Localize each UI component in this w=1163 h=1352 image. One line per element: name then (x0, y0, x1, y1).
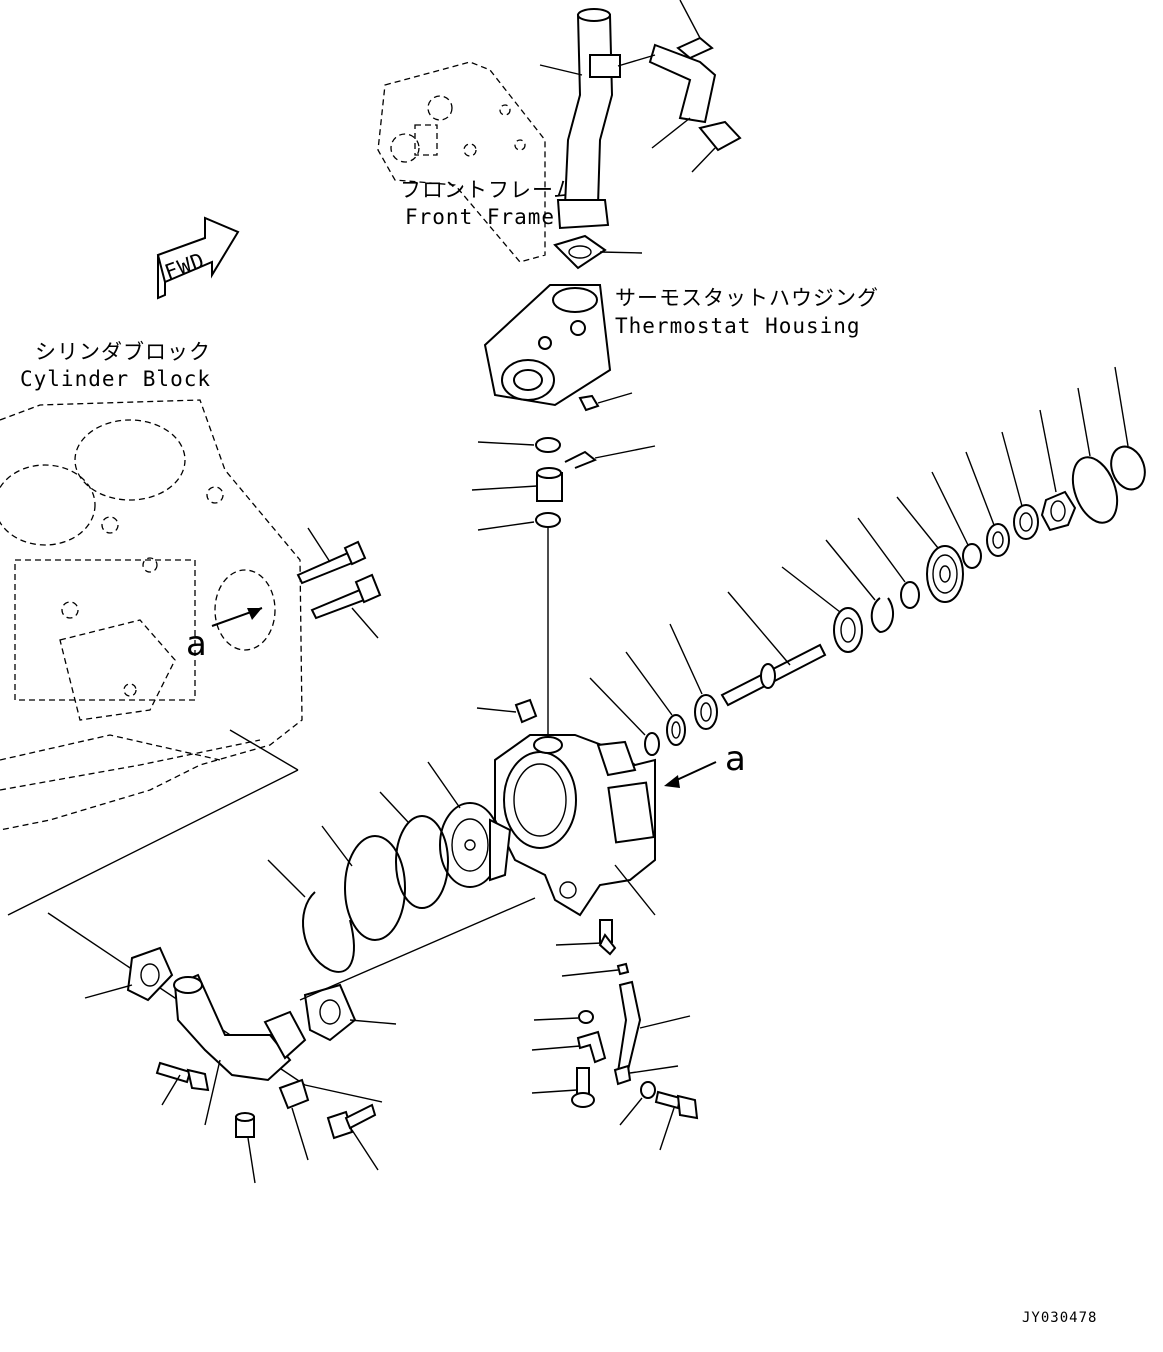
nut-small (533, 1010, 594, 1024)
stud-bolt (531, 1067, 595, 1108)
pump-o-ring-large (1071, 387, 1119, 524)
bolt-lower-3 (654, 1090, 699, 1151)
o-ring-pump-2 (321, 825, 406, 941)
clamp-bracket (531, 1030, 607, 1064)
bolt-lower-2 (326, 1103, 379, 1171)
reference-a-left: a (186, 624, 207, 664)
oil-tube (616, 980, 691, 1074)
fitting-1 (555, 919, 617, 956)
pump-bearing-2 (965, 451, 1010, 557)
drawing-code: JY030478 (1022, 1310, 1097, 1326)
o-ring-2 (477, 512, 561, 742)
bolt-block-2 (310, 573, 382, 639)
pump-bearing-3 (1001, 431, 1039, 540)
gasket-right (303, 983, 397, 1042)
plug-lower (235, 1112, 256, 1184)
water-pipe-top (539, 8, 621, 230)
pump-seal-ring (625, 651, 686, 746)
o-ring-1 (477, 437, 561, 453)
bolt-top-1 (676, 0, 714, 60)
pump-bearing-1 (781, 566, 863, 653)
reference-a-right: a (725, 739, 746, 779)
front-frame-outline (377, 61, 546, 263)
thermostat-label-jp: サーモスタットハウジング (615, 286, 879, 310)
pump-seal (589, 677, 660, 756)
fitting-2 (561, 962, 630, 977)
snap-ring-pump (267, 859, 355, 973)
pump-gear (896, 496, 964, 603)
bolt-top-2 (651, 117, 742, 173)
leader-gasket-housing (299, 897, 536, 1001)
washer-lower (619, 1081, 656, 1126)
pump-cover-gasket (1110, 366, 1146, 491)
cylinder-block-outline (0, 399, 303, 831)
water-pump-housing (494, 734, 656, 917)
cylinder-block-label-en: Cylinder Block (20, 367, 211, 391)
pipe-bracket (617, 43, 717, 124)
gasket-left (84, 946, 174, 1002)
clip (564, 445, 656, 469)
sensor-lower (278, 1078, 310, 1161)
thermostat-housing (483, 284, 612, 407)
impeller (427, 761, 512, 888)
front-frame-label-jp: フロントフレーム (400, 178, 575, 202)
thermostat-label-en: Thermostat Housing (615, 314, 861, 338)
pump-shaft (720, 591, 827, 707)
leader-block (229, 729, 299, 771)
pump-washer (931, 471, 982, 569)
bolt-lower-1 (155, 1061, 210, 1106)
pump-oil-seal (669, 623, 718, 730)
plug-thermostat (578, 392, 633, 412)
pump-nut (1039, 409, 1077, 532)
clip-lower (613, 1064, 679, 1086)
fwd-arrow: FWD (156, 216, 240, 300)
fwd-label: FWD (162, 248, 209, 285)
outlet-pipe (173, 973, 307, 1126)
pump-fitting-top (476, 698, 538, 724)
snap-ring-1 (825, 539, 895, 634)
o-ring-pump-1 (379, 791, 449, 909)
thermostat (471, 467, 563, 502)
gasket-pipe (553, 234, 643, 270)
bolt-block-1 (296, 527, 367, 585)
cylinder-block-label-jp: シリンダブロック (35, 340, 211, 364)
front-frame-label-en: Front Frame (405, 205, 555, 229)
pump-spacer (857, 517, 920, 609)
